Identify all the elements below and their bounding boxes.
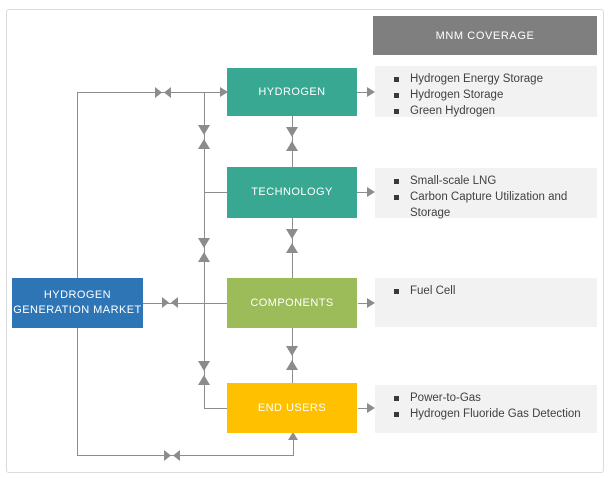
market-node-label-line1: HYDROGEN: [43, 289, 112, 301]
list-item: Hydrogen Energy Storage: [375, 71, 591, 87]
coverage-list-hydrogen: Hydrogen Energy Storage Hydrogen Storage…: [375, 66, 597, 117]
bullet-square-icon: [394, 179, 399, 184]
bidirectional-arrow-icon: [198, 125, 210, 149]
connector-line: [77, 92, 221, 93]
list-item: Hydrogen Storage: [375, 87, 591, 103]
list-item: Green Hydrogen: [375, 103, 591, 119]
arrow-right-icon: [220, 87, 228, 97]
connector-line: [292, 116, 293, 167]
list-item-label: Fuel Cell: [410, 285, 456, 297]
arrow-right-icon: [367, 403, 375, 413]
bullet-square-icon: [394, 93, 399, 98]
connector-line: [143, 303, 228, 304]
connector-line: [292, 328, 293, 383]
connector-line: [357, 92, 368, 93]
coverage-list-end-users: Power-to-Gas Hydrogen Fluoride Gas Detec…: [375, 385, 597, 433]
bidirectional-arrow-icon: [286, 346, 298, 370]
bullet-square-icon: [394, 195, 399, 200]
bullet-square-icon: [394, 109, 399, 114]
bidirectional-arrow-icon: [164, 450, 180, 461]
list-item: Carbon Capture Utilization and Storage: [375, 189, 591, 221]
bullet-square-icon: [394, 396, 399, 401]
segment-node-hydrogen: HYDROGEN: [227, 68, 357, 116]
diagram-border: [6, 9, 604, 473]
arrow-up-icon: [288, 432, 298, 440]
list-item: Small-scale LNG: [375, 173, 591, 189]
bidirectional-arrow-icon: [198, 361, 210, 385]
coverage-list-technology: Small-scale LNG Carbon Capture Utilizati…: [375, 168, 597, 221]
list-item-label: Hydrogen Storage: [410, 89, 504, 101]
list-item-label: Hydrogen Energy Storage: [410, 73, 543, 85]
segment-node-end-users: END USERS: [227, 383, 357, 433]
segment-node-label: COMPONENTS: [250, 296, 334, 309]
bullet-square-icon: [394, 412, 399, 417]
connector-line: [358, 303, 368, 304]
connector-line: [204, 192, 227, 193]
list-item: Hydrogen Fluoride Gas Detection: [375, 406, 591, 422]
list-item-label: Power-to-Gas: [410, 392, 481, 404]
connector-line: [293, 439, 294, 455]
list-item-label: Green Hydrogen: [410, 105, 496, 117]
bullet-square-icon: [394, 77, 399, 82]
market-node-hydrogen-generation-market: HYDROGEN GENERATION MARKET: [12, 278, 143, 328]
segment-node-components: COMPONENTS: [227, 278, 357, 328]
connector-line: [204, 408, 228, 409]
list-item: Power-to-Gas: [375, 390, 591, 406]
connector-line: [357, 192, 368, 193]
mnm-coverage-header-label: MNM COVERAGE: [435, 29, 535, 42]
bidirectional-arrow-icon: [155, 87, 171, 98]
coverage-list-components: Fuel Cell: [375, 278, 597, 327]
arrow-right-icon: [367, 298, 375, 308]
bidirectional-arrow-icon: [286, 127, 298, 151]
segment-node-label: TECHNOLOGY: [251, 186, 333, 198]
segment-node-label: HYDROGEN: [258, 85, 326, 98]
list-item-label: Carbon Capture Utilization and Storage: [410, 191, 568, 219]
mnm-coverage-header: MNM COVERAGE: [373, 16, 597, 55]
arrow-right-icon: [367, 187, 375, 197]
list-item: Fuel Cell: [375, 283, 591, 299]
bidirectional-arrow-icon: [162, 297, 178, 308]
bullet-square-icon: [394, 289, 399, 294]
segment-node-label: END USERS: [257, 401, 327, 414]
list-item-label: Hydrogen Fluoride Gas Detection: [410, 408, 581, 420]
connector-line: [77, 92, 78, 455]
connector-line: [358, 408, 368, 409]
segment-node-technology: TECHNOLOGY: [227, 167, 357, 218]
market-node-label-line2: GENERATION MARKET: [13, 304, 142, 316]
bidirectional-arrow-icon: [198, 238, 210, 262]
arrow-right-icon: [367, 87, 375, 97]
connector-line: [77, 455, 294, 456]
bidirectional-arrow-icon: [286, 229, 298, 253]
connector-line: [204, 92, 205, 408]
list-item-label: Small-scale LNG: [410, 175, 497, 187]
